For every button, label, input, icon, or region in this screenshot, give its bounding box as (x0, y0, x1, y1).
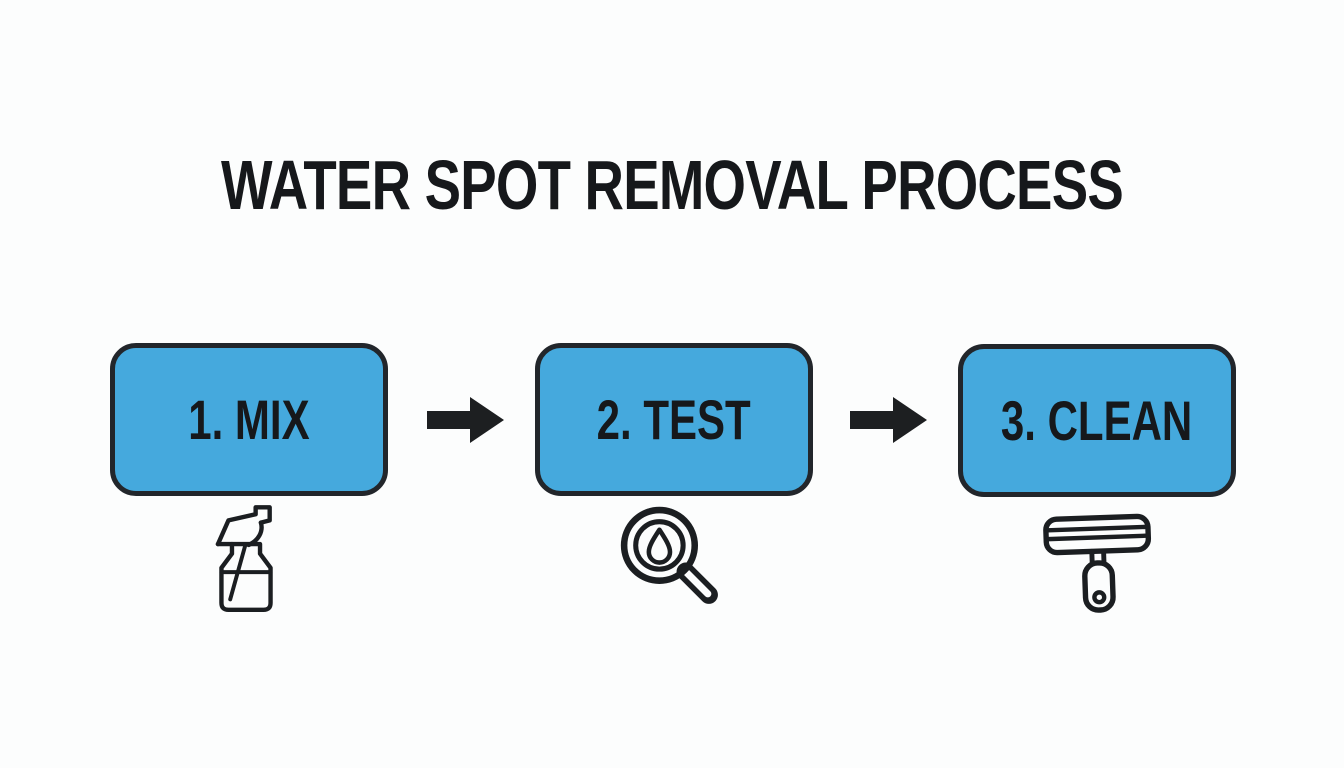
arrow-right-icon (850, 397, 927, 443)
step-label-test: 2. TEST (596, 388, 752, 451)
step-box-clean: 3. CLEAN (958, 344, 1236, 497)
step-box-test: 2. TEST (535, 343, 813, 496)
arrow-right-icon (427, 397, 504, 443)
diagram-title: WATER SPOT REMOVAL PROCESS (221, 146, 1124, 224)
spray-bottle-icon (206, 502, 286, 616)
step-label-clean: 3. CLEAN (1001, 389, 1193, 452)
magnifier-water-drop-icon (612, 501, 725, 614)
step-box-mix: 1. MIX (110, 343, 388, 496)
step-label-mix: 1. MIX (188, 388, 310, 451)
squeegee-icon (1038, 504, 1158, 616)
